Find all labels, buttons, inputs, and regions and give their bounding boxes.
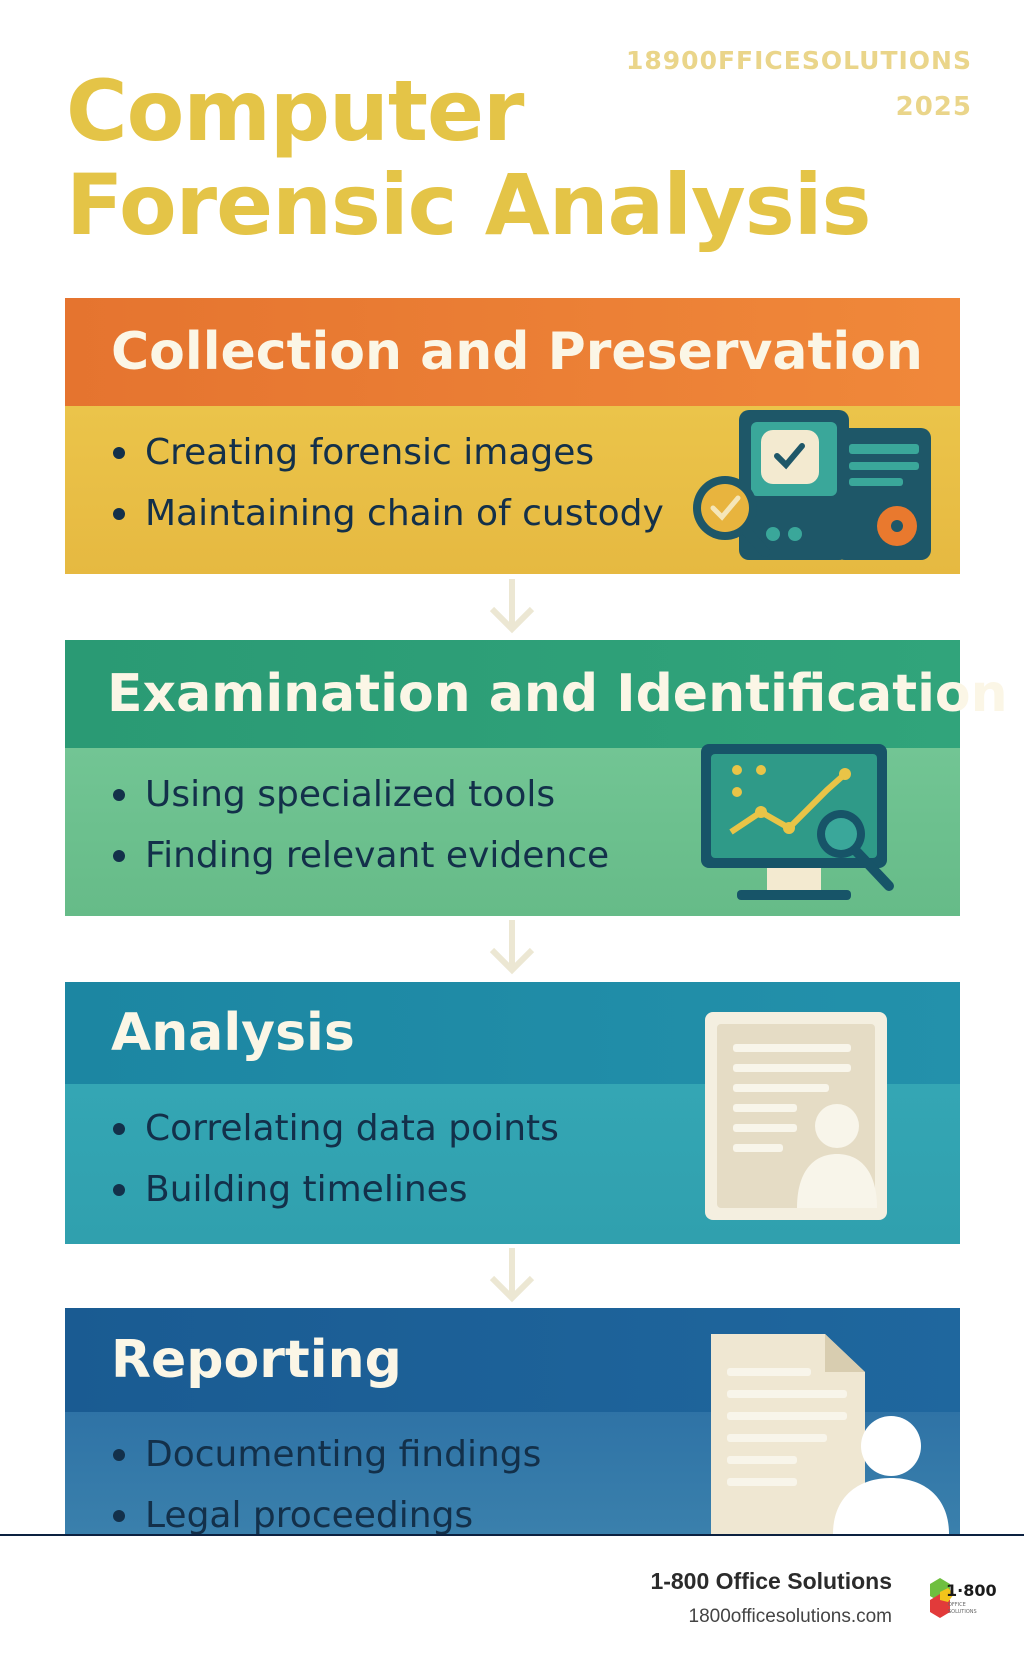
step-card-collection: Collection and Preservation Creating for…	[65, 298, 960, 574]
step-bullet: Correlating data points	[113, 1098, 559, 1159]
brand-logo-icon: 1·800 OFFICE SOLUTIONS	[930, 1578, 997, 1618]
step-card-analysis: Analysis Correlating data points Buildin…	[65, 982, 960, 1244]
devices-magnifier-icon	[693, 410, 931, 560]
page-title-line-1: Computer	[66, 62, 524, 160]
svg-text:SOLUTIONS: SOLUTIONS	[948, 1609, 977, 1615]
step-bullet-list: Documenting findings Legal proceedings	[113, 1424, 541, 1546]
arrow-down-icon	[489, 579, 535, 634]
step-title: Reporting	[111, 1330, 402, 1390]
step-card-reporting: Reporting Documenting findings Legal pro…	[65, 1308, 960, 1536]
arrow-down-icon	[489, 1248, 535, 1303]
page-title-line-2: Forensic Analysis	[66, 156, 872, 254]
step-header: Examination and Identification	[65, 640, 1008, 748]
step-bullet: Creating forensic images	[113, 422, 664, 483]
step-bullet-list: Correlating data points Building timelin…	[113, 1098, 559, 1220]
watermark-year: 2025	[895, 92, 972, 122]
step-bullet: Using specialized tools	[113, 764, 609, 825]
step-bullet: Documenting findings	[113, 1424, 541, 1485]
watermark-text: 18900FFICESOLUTIONS	[626, 46, 972, 75]
step-bullet-list: Using specialized tools Finding relevant…	[113, 764, 609, 886]
step-bullet: Building timelines	[113, 1159, 559, 1220]
monitor-chart-icon	[701, 744, 894, 900]
step-header: Collection and Preservation	[65, 298, 960, 406]
document-person-icon	[705, 1012, 887, 1220]
footer-brand: 1-800 Office Solutions	[650, 1568, 892, 1594]
page-title: Computer Forensic Analysis	[66, 62, 872, 254]
svg-text:OFFICE: OFFICE	[948, 1602, 966, 1608]
step-bullet: Finding relevant evidence	[113, 825, 609, 886]
step-title: Examination and Identification	[107, 664, 1008, 724]
footer-divider	[0, 1534, 1024, 1536]
arrow-down-icon	[489, 920, 535, 975]
step-bullet: Legal proceedings	[113, 1485, 541, 1546]
svg-text:1·800: 1·800	[946, 1581, 997, 1600]
step-bullet: Maintaining chain of custody	[113, 483, 664, 544]
step-card-examination: Examination and Identification Using spe…	[65, 640, 1008, 916]
report-person-icon	[711, 1334, 949, 1534]
step-title: Analysis	[111, 1003, 355, 1063]
footer-url[interactable]: 1800officesolutions.com	[688, 1606, 893, 1627]
step-bullet-list: Creating forensic images Maintaining cha…	[113, 422, 664, 544]
step-title: Collection and Preservation	[111, 322, 923, 382]
